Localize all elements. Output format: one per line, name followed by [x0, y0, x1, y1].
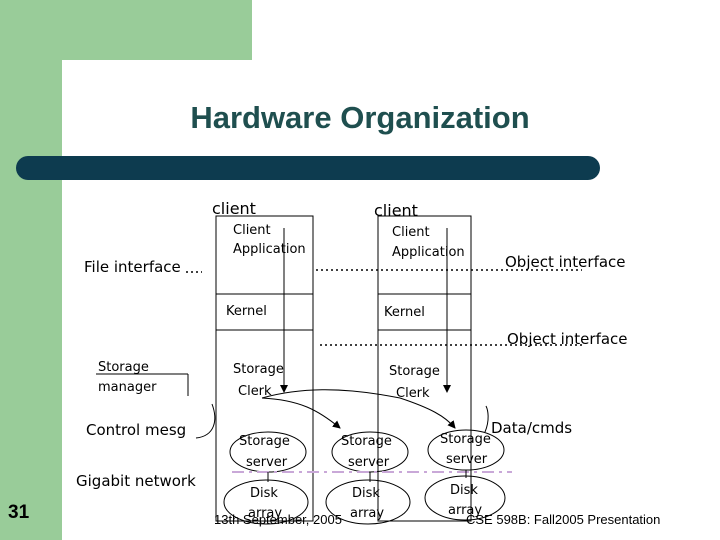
storage-clerk-left-line2: Clerk [238, 384, 272, 399]
object-interface-bottom-label: Object interface [507, 330, 628, 348]
client-app-right-line2: Application [392, 245, 465, 260]
slide-left-green-strip [0, 0, 62, 540]
client-label-right: client [374, 201, 418, 220]
slide-title: Hardware Organization [190, 100, 530, 135]
client-label-left: client [212, 199, 256, 218]
storage-server-2-line2: server [348, 455, 390, 470]
disk-array-2-ellipse [325, 479, 411, 525]
disk-array-1-line1: Disk [250, 486, 278, 501]
client-app-left-line2: Application [233, 242, 306, 257]
storage-server-2-line1: Storage [341, 434, 392, 449]
data-cmds-curve [484, 405, 489, 433]
file-interface-label: File interface [84, 258, 181, 276]
slide-number: 31 [8, 502, 30, 523]
client-box-left [215, 215, 314, 522]
link-clerk-left-to-clerk-right [261, 389, 401, 399]
storage-manager-line1: Storage [98, 360, 149, 375]
storage-server-1-line1: Storage [239, 434, 290, 449]
disk-array-3-line2: array [448, 503, 483, 518]
data-cmds-label: Data/cmds [491, 419, 573, 437]
storage-server-3-line1: Storage [440, 432, 491, 447]
title-underline-bar [16, 156, 600, 180]
kernel-right-label: Kernel [384, 305, 425, 320]
kernel-left-label: Kernel [226, 304, 267, 319]
disk-array-1-ellipse [223, 479, 309, 525]
client-box-right [377, 215, 472, 522]
link-clerk-left-to-server2 [261, 397, 341, 429]
client-app-left-line1: Client [233, 223, 271, 238]
disk-array-2-line2: array [350, 506, 385, 521]
storage-server-3-line2: server [446, 452, 488, 467]
control-mesg-curve [195, 403, 216, 439]
disk-array-3-ellipse [424, 475, 506, 521]
storage-manager-line2: manager [98, 380, 157, 395]
storage-clerk-right-line2: Clerk [396, 386, 430, 401]
kernel-box-right [377, 293, 472, 331]
gigabit-network-label: Gigabit network [76, 472, 196, 490]
control-mesg-label: Control mesg [86, 421, 187, 439]
storage-server-1-line2: server [246, 455, 288, 470]
disk-array-3-line1: Disk [450, 483, 478, 498]
disk-array-1-line2: array [248, 506, 283, 521]
object-interface-top-label: Object interface [505, 253, 626, 271]
storage-clerk-right-line1: Storage [389, 364, 440, 379]
disk-array-2-line1: Disk [352, 486, 380, 501]
slide-content-panel [62, 60, 720, 540]
link-clerk-right-to-server3 [399, 397, 456, 429]
footer-course: CSE 598B: Fall2005 Presentation [466, 512, 661, 527]
footer-date: 13th September, 2005 [214, 512, 342, 527]
kernel-box-left [215, 293, 314, 331]
storage-clerk-left-line1: Storage [233, 362, 284, 377]
client-app-right-line1: Client [392, 225, 430, 240]
